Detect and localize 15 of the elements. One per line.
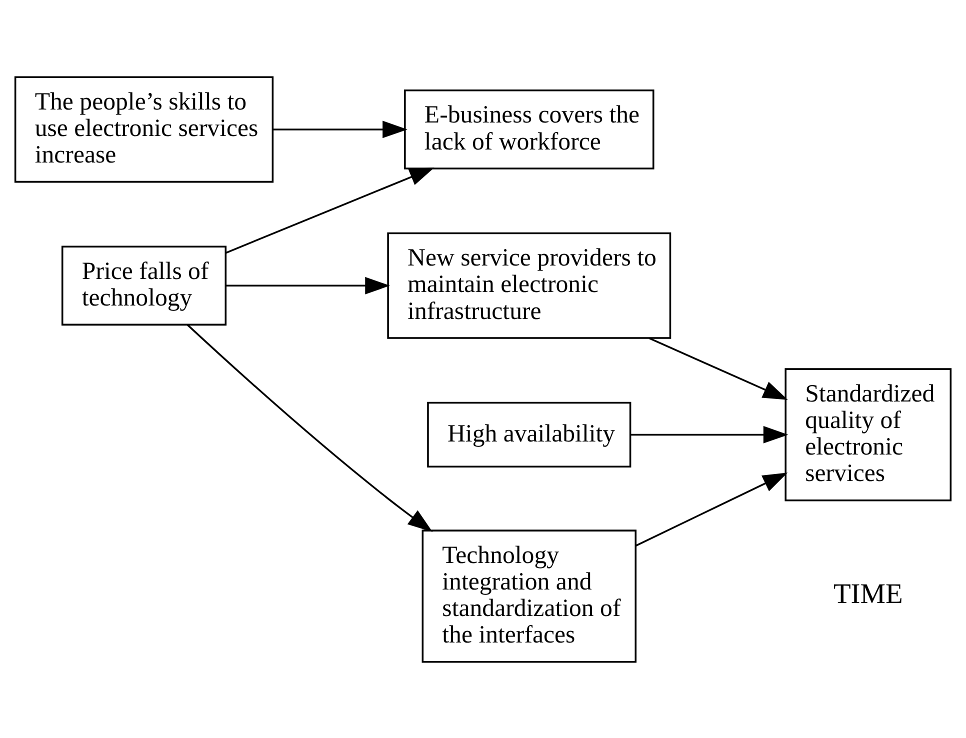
node-box: Price falls of technology [61,245,227,326]
node-box: Technology integration and standardization of the interfaces [422,529,637,662]
node-box: New service providers to maintain electronic infrastructure [387,232,672,338]
node-box: High availability [427,401,632,468]
arrow [225,166,434,254]
arrow [635,472,788,546]
arrow [648,336,788,400]
arrow [272,120,408,138]
label: TIME [833,578,903,610]
node-box: E-business covers the lack of workforce [404,89,654,169]
arrow [186,324,433,532]
node-box: The people’s skills to use electronic services increase [14,76,274,182]
arrow [226,276,390,294]
node-box: Standardized quality of electronic services [784,368,952,501]
arrow [630,426,788,443]
